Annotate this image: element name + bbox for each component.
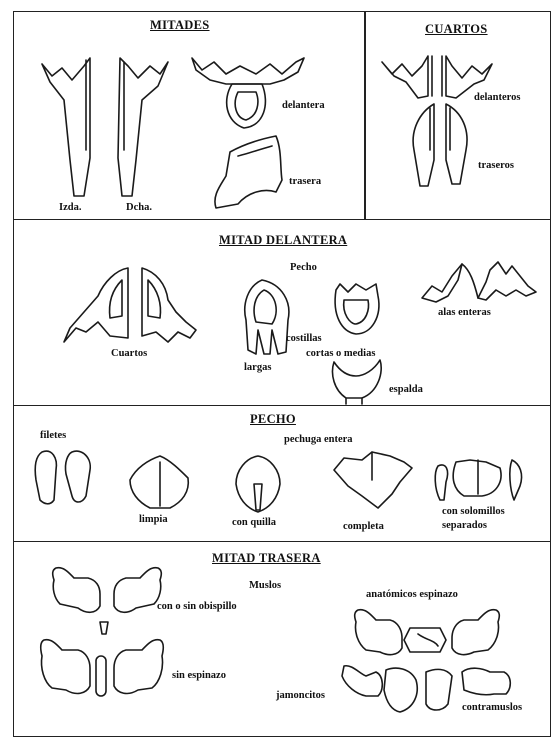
label-traseros: traseros [478,160,514,171]
keel-breast-shape [236,456,280,512]
label-largas: largas [244,362,271,373]
rear-quarters-shape [413,104,467,186]
front-half-shape [192,58,304,128]
half-left-shape [42,58,90,196]
label-filetes: filetes [40,430,66,441]
front-cuartos-shape [64,268,196,342]
label-pechuga-entera: pechuga entera [284,434,353,445]
section-title-pecho: PECHO [250,412,296,427]
section-title-mitad-trasera: MITAD TRASERA [212,551,321,566]
label-con-sin-obispillo: con o sin obispillo [157,601,237,612]
section-title-cuartos: CUARTOS [425,22,488,37]
label-espalda: espalda [389,384,423,395]
fillets-shape [35,451,90,504]
label-jamoncitos: jamoncitos [276,690,325,701]
label-sin-espinazo: sin espinazo [172,670,226,681]
rear-half-shape [215,136,282,208]
half-right-shape [118,58,168,196]
label-completa: completa [343,521,384,532]
label-pecho: Pecho [290,262,317,273]
label-contramuslos: contramuslos [462,702,522,713]
label-muslos: Muslos [249,580,281,591]
label-anatomicos-espinazo: anatómicos espinazo [366,589,458,600]
anatomical-backbone-shape [355,610,500,655]
label-izda: Izda. [59,202,81,213]
label-delanteros: delanteros [474,92,520,103]
label-trasera: trasera [289,176,321,187]
thighs-with-tailpiece-shape [53,568,162,634]
label-dcha: Dcha. [126,202,152,213]
section-title-mitades: MITADES [150,18,210,33]
label-con-quilla: con quilla [232,517,276,528]
label-costillas: costillas [286,333,322,344]
section-title-mitad-delantera: MITAD DELANTERA [219,233,347,248]
label-delantera: delantera [282,100,325,111]
label-cuartos: Cuartos [111,348,147,359]
separated-tenderloins-shape [435,460,521,500]
clean-breast-shape [130,456,188,508]
back-shape [333,360,382,404]
complete-breast-shape [334,452,412,508]
label-cortas-medias: cortas o medias [306,348,375,359]
label-separados: separados [442,520,487,531]
chest-shape [245,280,289,354]
label-limpia: limpia [139,514,168,525]
short-ribs-shape [335,284,379,334]
thighs-without-backbone-shape [41,640,164,696]
whole-wings-shape [422,262,536,302]
label-alas-enteras: alas enteras [438,307,491,318]
label-con-solomillos: con solomillos [442,506,505,517]
